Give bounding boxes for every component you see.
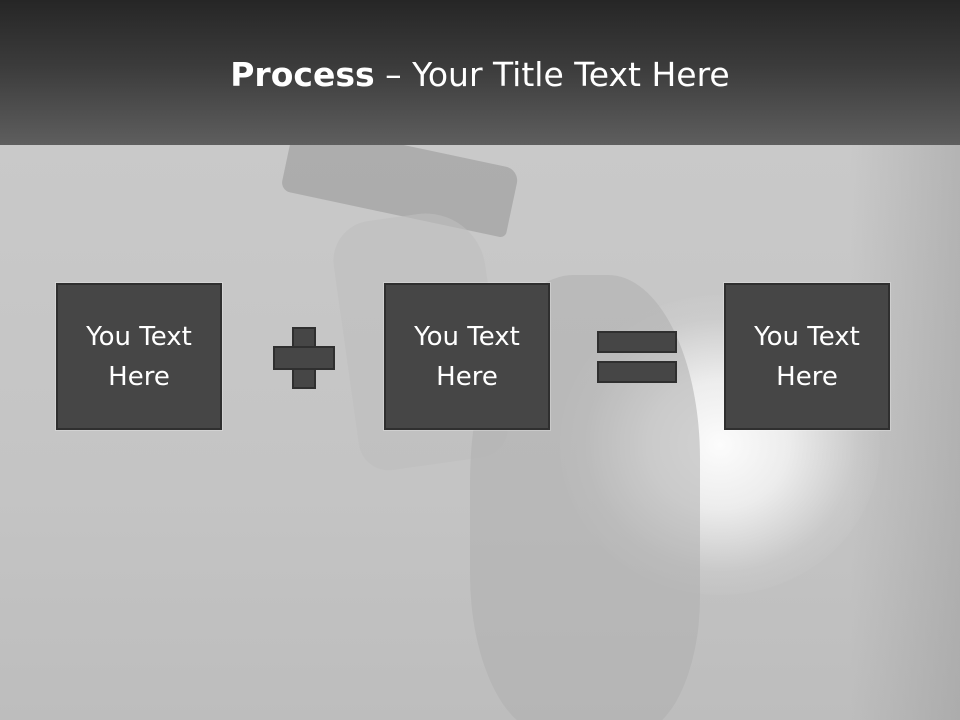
process-box-1[interactable]: You Text Here <box>56 283 222 430</box>
title-emphasis: Process <box>230 55 375 94</box>
equals-icon <box>597 331 677 383</box>
process-box-3[interactable]: You Text Here <box>724 283 890 430</box>
title-bar: Process – Your Title Text Here <box>0 0 960 145</box>
background-photo <box>0 145 960 720</box>
plus-icon <box>273 327 335 389</box>
slide-title: Process – Your Title Text Here <box>0 52 960 98</box>
plus-center <box>294 348 314 368</box>
process-box-label: You Text Here <box>414 321 520 392</box>
equals-top-bar <box>597 331 677 353</box>
title-text: – Your Title Text Here <box>374 55 730 94</box>
background-shadow <box>850 145 960 720</box>
process-box-label: You Text Here <box>86 321 192 392</box>
process-box-label: You Text Here <box>754 321 860 392</box>
process-box-2[interactable]: You Text Here <box>384 283 550 430</box>
equals-bottom-bar <box>597 361 677 383</box>
